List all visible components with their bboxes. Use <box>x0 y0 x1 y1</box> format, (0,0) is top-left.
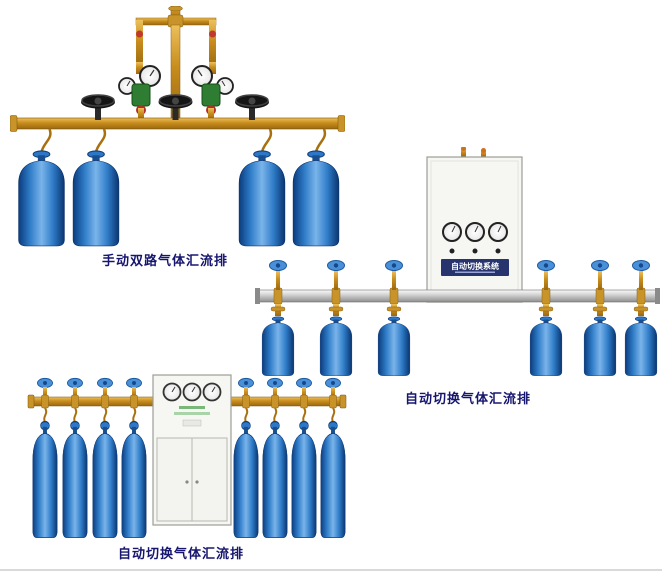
product-caption: 手动双路气体汇流排 <box>102 253 229 268</box>
riser-valves <box>269 260 650 316</box>
product-caption: 自动切换气体汇流排 <box>405 391 532 406</box>
handwheel-valves <box>80 94 270 120</box>
product-caption: 自动切换气体汇流排 <box>118 546 245 561</box>
panel-title: 自动切换系统 <box>451 261 499 271</box>
pressure-regulator <box>191 61 234 121</box>
product-figure-manual-dual <box>9 5 346 248</box>
product-figure-auto-wall: 自动切换系统 <box>254 146 661 385</box>
gas-cylinders <box>261 316 658 377</box>
control-cabinet <box>152 374 232 526</box>
pressure-regulator <box>118 62 161 120</box>
manifold-top-assembly <box>135 5 217 121</box>
auto-switch-floor-graphic <box>27 374 347 539</box>
manifold-header-pipe <box>254 287 661 305</box>
manual-dual-manifold-graphic <box>9 5 346 247</box>
control-cabinet: 自动切换系统 <box>426 146 523 303</box>
product-figure-auto-floor <box>25 370 350 550</box>
cylinder-pigtails <box>40 128 327 153</box>
riser-valves <box>37 377 341 423</box>
auto-switch-manifold-graphic: 自动切换系统 <box>254 146 661 377</box>
bottom-divider <box>0 569 662 571</box>
